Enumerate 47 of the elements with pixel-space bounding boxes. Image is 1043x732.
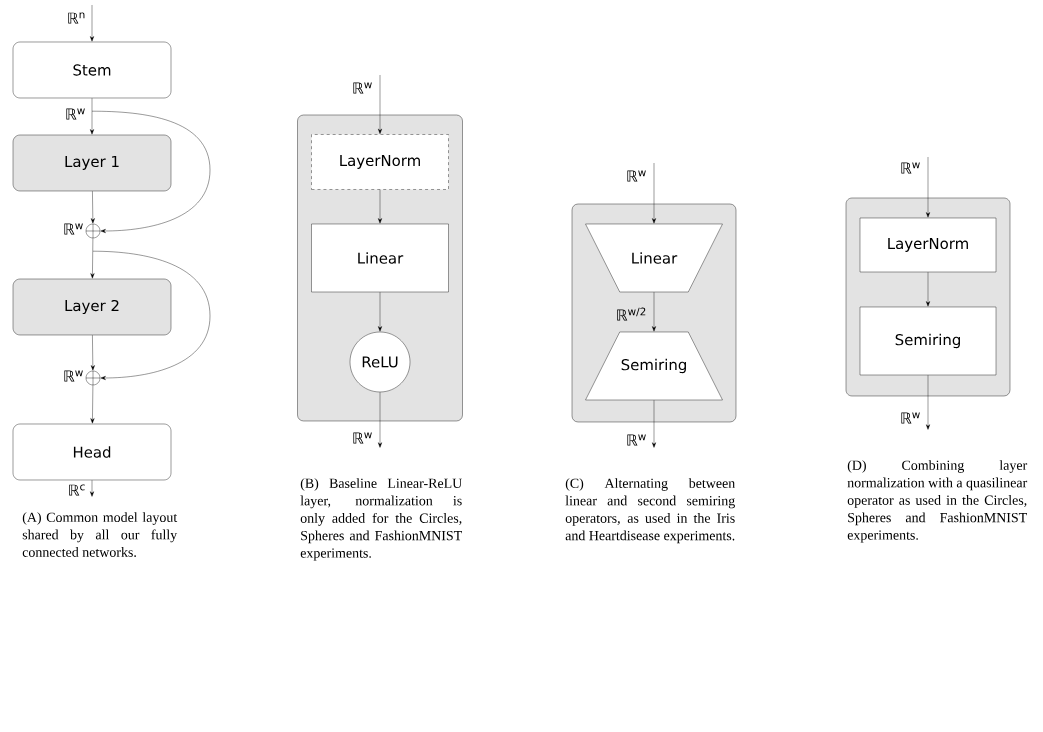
arrow <box>90 335 95 371</box>
arrow <box>378 292 382 332</box>
arrow <box>90 98 94 135</box>
arrow <box>926 272 930 307</box>
arrow <box>926 156 930 218</box>
arrow <box>90 238 95 279</box>
dimension-label: ℝ$^{w}$ <box>64 223 83 235</box>
arrow <box>378 74 382 134</box>
block: Layer 2 <box>12 278 172 336</box>
arrow <box>652 292 656 332</box>
edge-label: ℝ$^{c}$ <box>69 484 85 496</box>
edge-label: ℝ$^{w/2}$ <box>617 307 646 321</box>
block: Head <box>12 423 172 481</box>
sum-circle <box>85 370 101 386</box>
edge-label: ℝ$^{n}$ <box>68 12 85 24</box>
edge-label: ℝ$^{w}$ <box>353 82 372 94</box>
arrow <box>378 189 382 224</box>
arrow <box>90 385 95 424</box>
arrow <box>378 392 382 448</box>
caption: (D) Combining layer normalization with a quasilinear operator as used in the Circles, Spheres and FashionMNIST experiments. <box>847 460 1028 543</box>
block: Semiring <box>859 306 997 376</box>
edge-label: ℝ$^{w}$ <box>627 170 646 182</box>
edge-label: ℝ$^{w}$ <box>353 432 372 444</box>
block: Layer 1 <box>12 134 172 192</box>
arrow <box>90 480 94 497</box>
edge-label: ℝ$^{w}$ <box>66 108 85 120</box>
edge-label: ℝ$^{w}$ <box>627 434 646 446</box>
skip-connection <box>92 251 211 380</box>
trapezoid-block: Linear <box>585 223 723 293</box>
edge-label: ℝ$^{w}$ <box>901 412 920 424</box>
arrow <box>652 162 656 224</box>
arrow <box>652 400 656 448</box>
arrow <box>926 375 930 430</box>
arrow <box>90 191 95 224</box>
arrow <box>90 4 94 42</box>
block: Stem <box>12 41 172 99</box>
edge-label: ℝ$^{w}$ <box>901 162 920 174</box>
sum-circle <box>85 223 101 239</box>
dimension-label: ℝ$^{w}$ <box>64 370 83 382</box>
skip-connection <box>91 111 211 233</box>
caption: (A) Common model layout shared by all our fully connected networks. <box>22 512 178 557</box>
optional-block: LayerNorm <box>311 134 449 190</box>
caption: (B) Baseline Linear-ReLU layer, normalization is only added for the Circles, Spheres and FashionMNIST experiments. <box>300 478 462 561</box>
block: LayerNorm <box>859 217 997 273</box>
caption: (C) Alternating between linear and second semiring operators, as used in the Iris and Heartdisease experiments. <box>565 478 735 544</box>
trapezoid-block: Semiring <box>585 331 723 401</box>
block: Linear <box>311 223 449 293</box>
